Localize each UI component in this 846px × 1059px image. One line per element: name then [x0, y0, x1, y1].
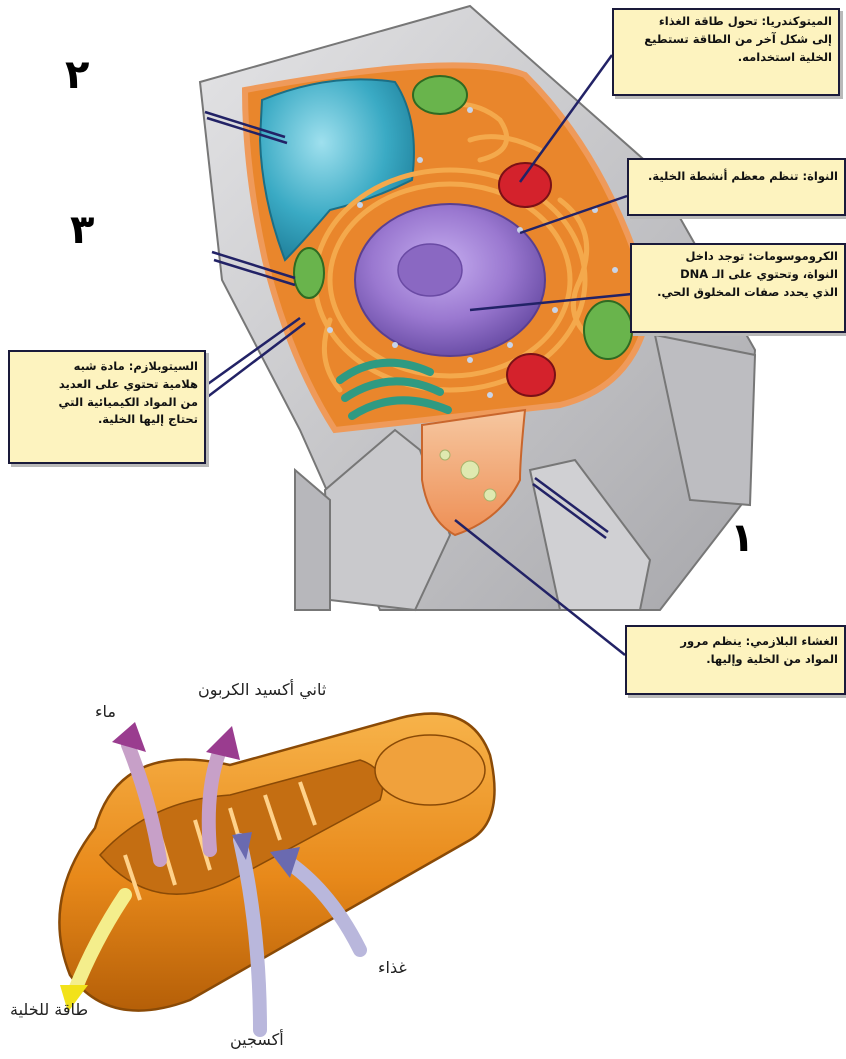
callout-nucleus: النواة: تنظم معظم أنشطة الخلية. — [627, 158, 846, 216]
mitochondrion-cutaway — [59, 714, 494, 1011]
nucleus — [355, 204, 545, 356]
label-energy: طاقة للخلية — [10, 1000, 88, 1019]
label-food: غذاء — [378, 958, 407, 977]
label-co2: ثاني أكسيد الكربون — [198, 680, 326, 699]
marker-1: ١ — [730, 518, 754, 558]
callout-chromosomes: الكروموسومات: توجد داخل النواة، وتحتوي ع… — [630, 243, 846, 333]
marker-3: ٣ — [70, 210, 94, 250]
marker-2: ٢ — [65, 55, 89, 95]
label-water: ماء — [95, 702, 116, 721]
label-oxygen: أكسجين — [230, 1030, 284, 1049]
callout-membrane: الغشاء البلازمي: ينظم مرور المواد من الخ… — [625, 625, 846, 695]
callout-mitochondria: الميتوكندريا: تحول طاقة الغذاء إلى شكل آ… — [612, 8, 840, 96]
callout-cytoplasm: السيتوبلازم: مادة شبه هلامية تحتوي على ا… — [8, 350, 206, 464]
